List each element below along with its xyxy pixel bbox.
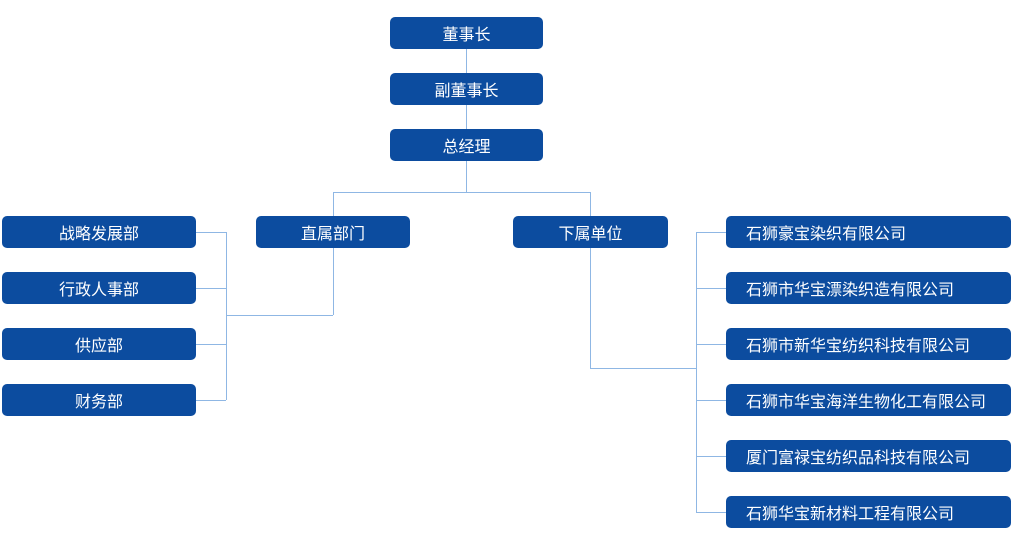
- connector-chairman-vice: [466, 49, 467, 73]
- connector-right-stub-1: [696, 232, 726, 233]
- node-company-5: 厦门富禄宝纺织品科技有限公司: [726, 440, 1011, 472]
- connector-left-stub-2: [196, 288, 226, 289]
- node-general-manager: 总经理: [390, 129, 543, 161]
- connector-drop-subordinate: [590, 192, 591, 216]
- node-company-2-label: 石狮市华宝漂染织造有限公司: [746, 282, 955, 299]
- node-company-1-label: 石狮豪宝染织有限公司: [746, 226, 907, 243]
- connector-left-stub-3: [196, 344, 226, 345]
- node-dept-strategy-label: 战略发展部: [58, 226, 139, 243]
- node-company-4-label: 石狮市华宝海洋生物化工有限公司: [746, 394, 987, 411]
- node-direct-departments-label: 直属部门: [300, 226, 365, 243]
- node-chairman: 董事长: [390, 17, 543, 49]
- node-company-4: 石狮市华宝海洋生物化工有限公司: [726, 384, 1011, 416]
- node-dept-supply: 供应部: [2, 328, 196, 360]
- connector-drop-direct: [333, 192, 334, 216]
- node-dept-supply-label: 供应部: [74, 338, 123, 355]
- connector-right-spine: [696, 232, 697, 513]
- connector-vice-gm: [466, 105, 467, 129]
- node-company-1: 石狮豪宝染织有限公司: [726, 216, 1011, 248]
- node-chairman-label: 董事长: [442, 27, 491, 44]
- connector-right-stub-6: [696, 512, 726, 513]
- node-subordinate-units: 下属单位: [513, 216, 668, 248]
- connector-gm-split: [466, 161, 467, 192]
- node-dept-hr-admin: 行政人事部: [2, 272, 196, 304]
- node-dept-finance-label: 财务部: [74, 394, 123, 411]
- node-dept-strategy: 战略发展部: [2, 216, 196, 248]
- node-vice-chairman: 副董事长: [390, 73, 543, 105]
- node-company-5-label: 厦门富禄宝纺织品科技有限公司: [746, 450, 971, 467]
- node-company-6: 石狮华宝新材料工程有限公司: [726, 496, 1011, 528]
- connector-left-spine: [226, 232, 227, 400]
- node-company-3-label: 石狮市新华宝纺织科技有限公司: [746, 338, 971, 355]
- connector-right-stub-3: [696, 344, 726, 345]
- connector-direct-feed-horizontal: [226, 315, 333, 316]
- node-company-6-label: 石狮华宝新材料工程有限公司: [746, 506, 955, 523]
- connector-subordinate-feed-horizontal: [590, 368, 696, 369]
- node-company-3: 石狮市新华宝纺织科技有限公司: [726, 328, 1011, 360]
- connector-direct-feed-vertical: [333, 248, 334, 315]
- node-vice-chairman-label: 副董事长: [434, 83, 499, 100]
- connector-right-stub-4: [696, 400, 726, 401]
- node-dept-hr-admin-label: 行政人事部: [58, 282, 139, 299]
- connector-left-stub-4: [196, 400, 226, 401]
- node-subordinate-units-label: 下属单位: [558, 226, 623, 243]
- node-dept-finance: 财务部: [2, 384, 196, 416]
- connector-right-stub-2: [696, 288, 726, 289]
- connector-right-stub-5: [696, 456, 726, 457]
- connector-subordinate-feed-vertical: [590, 248, 591, 368]
- node-general-manager-label: 总经理: [442, 139, 491, 156]
- connector-left-stub-1: [196, 232, 226, 233]
- connector-split-bar: [333, 192, 591, 193]
- node-direct-departments: 直属部门: [256, 216, 410, 248]
- node-company-2: 石狮市华宝漂染织造有限公司: [726, 272, 1011, 304]
